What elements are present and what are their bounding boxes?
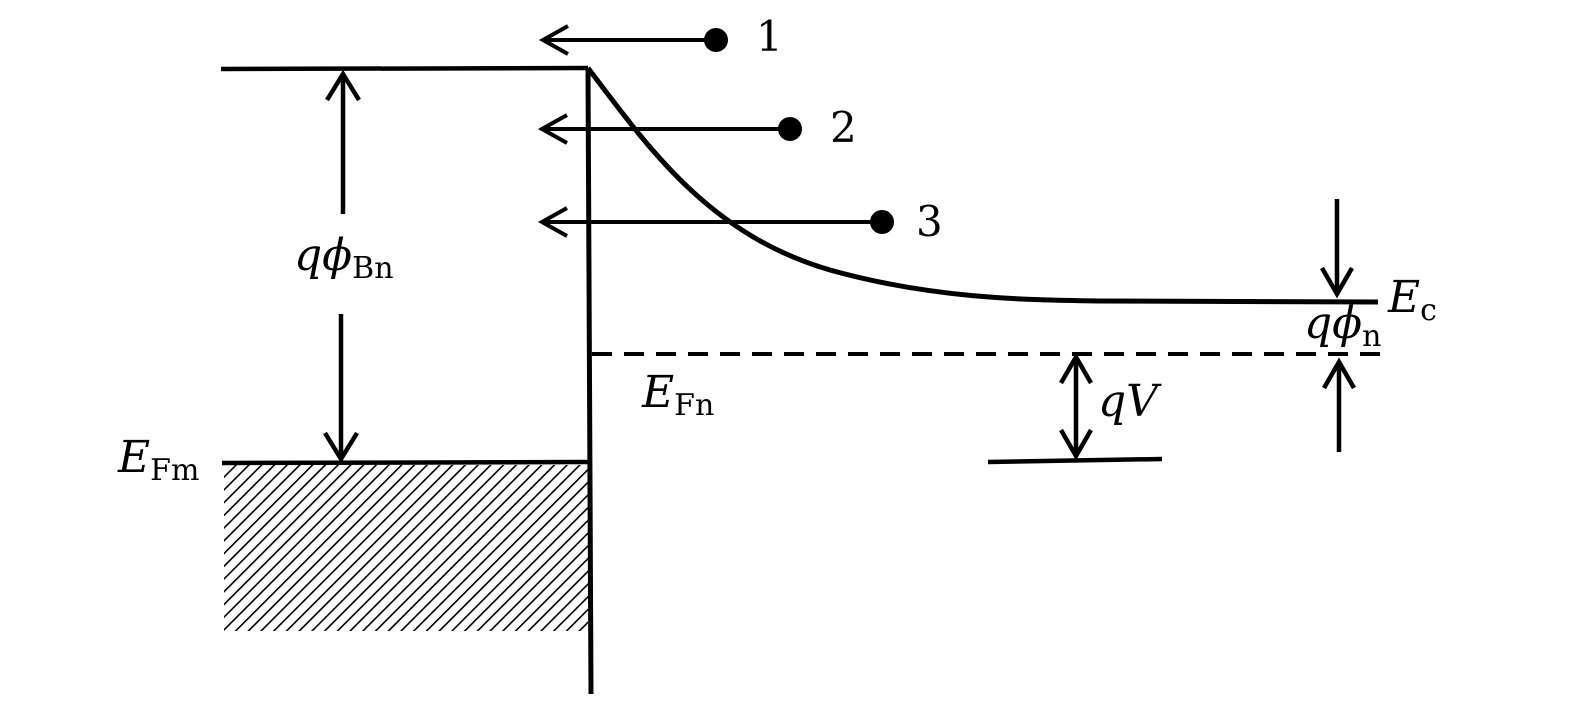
- electron-1: [538, 24, 728, 56]
- barrier-height-arrow: [323, 69, 361, 464]
- conduction-band-label: Ec: [1387, 272, 1437, 328]
- electron-3: [537, 206, 894, 238]
- semiconductor-fermi-level-label: EFn: [641, 367, 714, 423]
- conduction-band-curve: [586, 66, 1379, 305]
- phi-n-arrows: [1320, 199, 1356, 452]
- bias-voltage-arrow: [1059, 352, 1093, 461]
- barrier-height-label: qϕBn: [294, 230, 394, 286]
- electron-1-label: 1: [756, 12, 783, 61]
- phi-n-label: qϕn: [1304, 298, 1382, 354]
- bias-reference-line: [987, 456, 1163, 465]
- bias-voltage-label: qV: [1098, 376, 1162, 427]
- metal-fermi-level-line: [221, 459, 589, 466]
- electron-2-label: 2: [830, 103, 857, 152]
- barrier-top-line: [220, 65, 589, 72]
- interface-line: [585, 67, 594, 695]
- electron-3-label: 3: [916, 197, 943, 246]
- metal-filled-states: [224, 465, 588, 631]
- electron-2: [537, 113, 802, 145]
- metal-fermi-level-label: EFm: [117, 432, 199, 488]
